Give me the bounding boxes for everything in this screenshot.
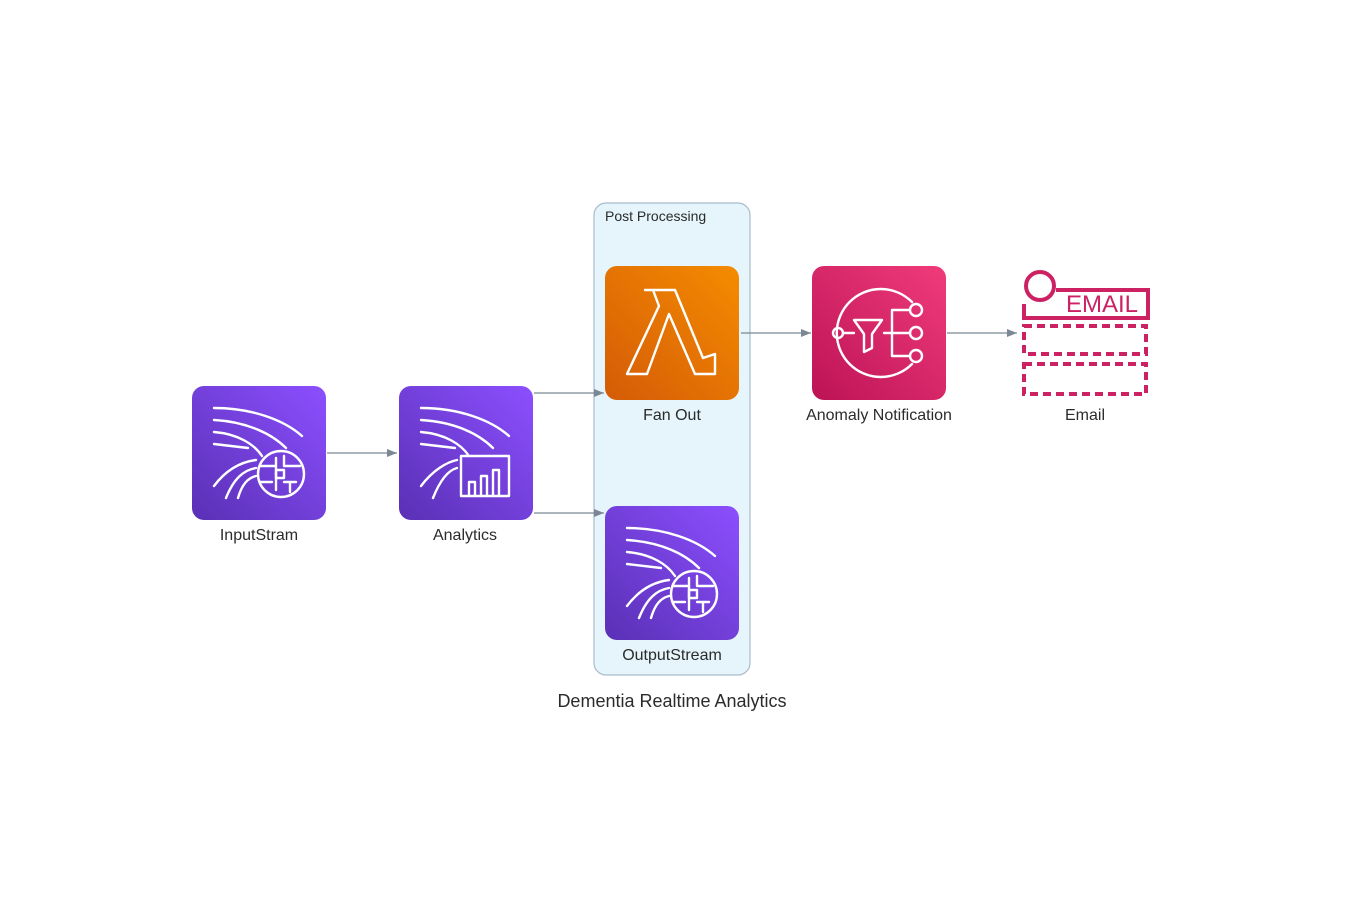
node-label: Analytics: [433, 527, 497, 544]
email-icon-text: EMAIL: [1066, 291, 1138, 318]
node-label: Anomaly Notification: [806, 407, 952, 424]
node-fan-out[interactable]: Fan Out: [605, 266, 739, 424]
node-analytics[interactable]: Analytics: [399, 386, 533, 544]
kinesis-data-analytics-icon: [399, 386, 533, 520]
cluster-label: Post Processing: [605, 208, 706, 224]
edges: [327, 329, 1017, 517]
node-input-stream[interactable]: InputStram: [192, 386, 326, 544]
sns-icon: [812, 266, 946, 400]
kinesis-data-streams-icon: [605, 506, 739, 640]
node-label: Email: [1065, 407, 1105, 424]
kinesis-data-streams-icon: [192, 386, 326, 520]
node-anomaly-notification[interactable]: Anomaly Notification: [806, 266, 952, 424]
diagram-title: Dementia Realtime Analytics: [557, 691, 786, 711]
lambda-icon: [605, 266, 739, 400]
node-label: InputStram: [220, 527, 298, 544]
node-label: Fan Out: [643, 407, 701, 424]
email-icon: EMAIL: [1022, 270, 1150, 396]
node-label: OutputStream: [622, 647, 722, 664]
node-output-stream[interactable]: OutputStream: [605, 506, 739, 664]
node-email[interactable]: EMAIL Email: [1022, 270, 1150, 424]
